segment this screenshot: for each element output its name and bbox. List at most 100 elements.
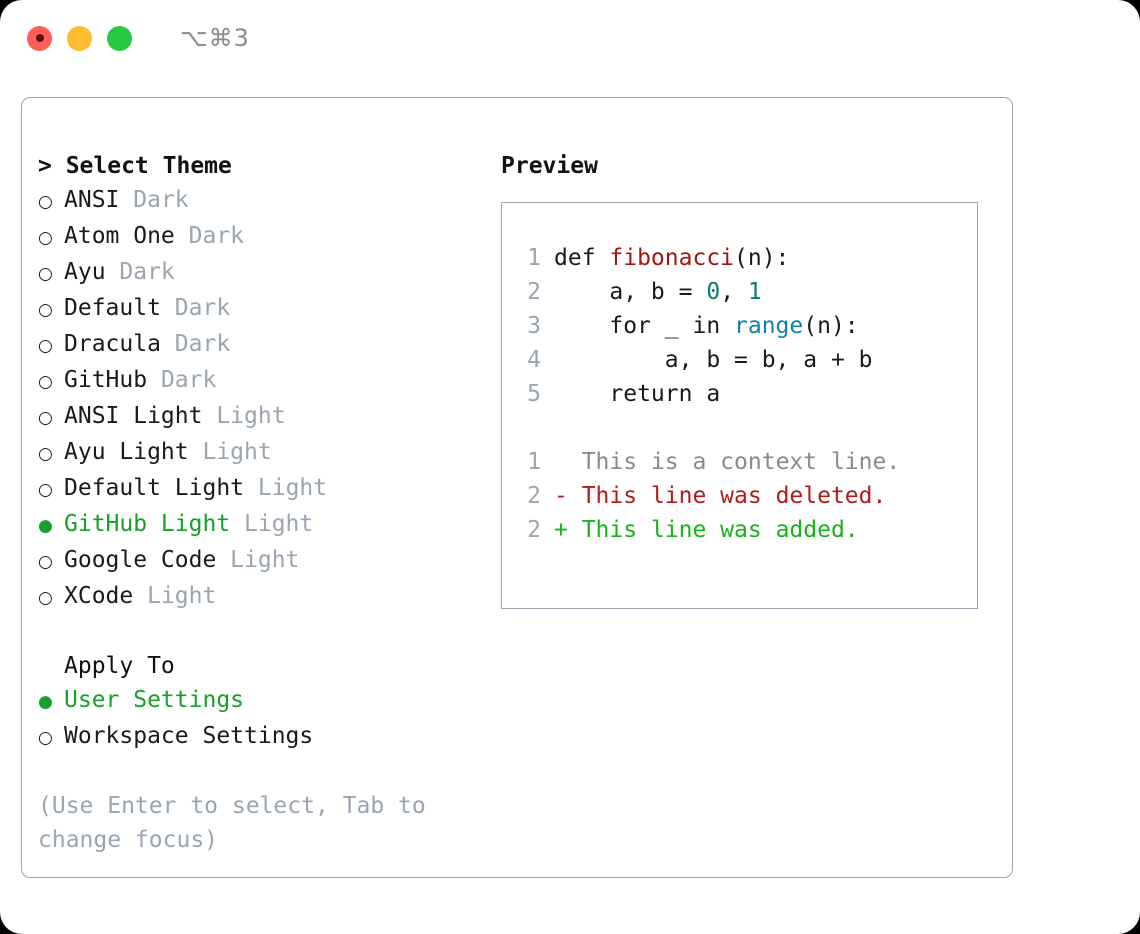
code-token-plain: (n): [734, 245, 790, 271]
line-number: 1 [527, 245, 541, 271]
radio-selected-icon: ● [38, 692, 53, 712]
main-card: > Select Theme ○ANSI Dark○Atom One Dark○… [21, 97, 1013, 878]
select-theme-header: > Select Theme [38, 153, 232, 179]
code-token-plain: (n): [803, 313, 859, 339]
diff-line-added: 2+ This line was added. [502, 513, 977, 547]
theme-option-default[interactable]: ○ Default Dark [38, 291, 488, 327]
theme-option-ayu[interactable]: ○ Ayu Dark [38, 255, 488, 291]
close-button[interactable] [27, 25, 52, 51]
line-number: 2 [527, 483, 541, 509]
keyboard-hint-text: (Use Enter to select, Tab to change focu… [38, 793, 426, 853]
line-number: 2 [527, 517, 541, 543]
line-number: 4 [527, 347, 541, 373]
radio-unselected-icon: ○ [38, 444, 53, 464]
diff-text: This line was deleted. [567, 483, 887, 509]
diff-marker: - [554, 483, 568, 509]
theme-option-github[interactable]: ○ GitHub Dark [38, 363, 488, 399]
apply-to-option-workspace-settings[interactable]: ○ Workspace Settings [38, 719, 488, 755]
theme-option-label: ANSI Light [64, 403, 217, 429]
theme-option-google-code[interactable]: ○ Google Code Light [38, 543, 488, 579]
code-token-plain: , [720, 279, 748, 305]
theme-option-label: Default Light [64, 475, 258, 501]
code-line: 2 a, b = 0, 1 [502, 275, 977, 309]
apply-to-option-label: Workspace Settings [64, 723, 314, 749]
theme-variant-tag: Dark [174, 331, 231, 357]
diff-sample: 1 This is a context line.2- This line wa… [502, 445, 977, 547]
apply-to-option-label: User Settings [64, 687, 245, 713]
code-spacer [502, 411, 977, 445]
code-token-plain: a, b = b, a + b [554, 347, 873, 373]
theme-variant-tag: Dark [174, 295, 231, 321]
theme-variant-tag: Light [202, 439, 272, 465]
minimize-button[interactable] [67, 25, 92, 51]
theme-option-default-light[interactable]: ○ Default Light Light [38, 471, 488, 507]
theme-variant-tag: Light [257, 475, 328, 501]
code-token-num: 1 [747, 279, 762, 305]
diff-text: This line was added. [567, 517, 859, 543]
radio-unselected-icon: ○ [38, 264, 53, 284]
theme-option-label: Ayu [64, 259, 120, 285]
theme-option-github-light[interactable]: ●GitHub Light Light [38, 507, 488, 543]
theme-option-ansi[interactable]: ○ ANSI Dark [38, 183, 488, 219]
code-line: 3 for _ in range(n): [502, 309, 977, 343]
line-number: 2 [527, 279, 541, 305]
theme-variant-tag: Dark [188, 223, 245, 249]
zoom-button[interactable] [107, 25, 132, 51]
radio-unselected-icon: ○ [38, 552, 53, 572]
theme-option-label: Atom One [64, 223, 189, 249]
code-token-plain: a, b = [554, 279, 707, 305]
theme-option-label: Default [64, 295, 175, 321]
theme-list[interactable]: ○ ANSI Dark ○ Atom One Dark ○ Ayu Dark ○ Defaul… [38, 183, 488, 615]
radio-unselected-icon: ○ [38, 728, 53, 748]
theme-option-xcode[interactable]: ○ XCode Light [38, 579, 488, 615]
keyboard-shortcut-label: ⌥⌘3 [180, 24, 250, 52]
theme-option-ansi-light[interactable]: ○ ANSI Light Light [38, 399, 488, 435]
theme-variant-tag: Light [147, 583, 217, 609]
diff-line-deleted: 2- This line was deleted. [502, 479, 977, 513]
theme-option-dracula[interactable]: ○Dracula Dark [38, 327, 488, 363]
theme-variant-tag: Dark [160, 367, 217, 393]
close-icon [35, 34, 44, 42]
diff-marker [554, 445, 568, 479]
theme-option-label: XCode [64, 583, 148, 609]
theme-option-ayu-light[interactable]: ○ Ayu Light Light [38, 435, 488, 471]
radio-unselected-icon: ○ [38, 300, 53, 320]
apply-to-option-user-settings[interactable]: ● User Settings [38, 683, 488, 719]
theme-variant-tag: Light [230, 547, 300, 573]
theme-option-label: Google Code [64, 547, 231, 573]
theme-selection-column: > Select Theme ○ANSI Dark○Atom One Dark○… [38, 149, 488, 857]
diff-line-context: 1 This is a context line. [502, 445, 977, 479]
line-number: 3 [527, 313, 541, 339]
theme-variant-tag: Light [216, 403, 286, 429]
radio-unselected-icon: ○ [38, 408, 53, 428]
theme-option-atom-one[interactable]: ○ Atom One Dark [38, 219, 488, 255]
theme-option-label: ANSI [64, 187, 134, 213]
radio-unselected-icon: ○ [38, 480, 53, 500]
preview-header: Preview [501, 153, 598, 179]
theme-option-label: GitHub [64, 367, 161, 393]
radio-unselected-icon: ○ [38, 588, 53, 608]
theme-variant-tag: Light [244, 511, 314, 537]
theme-variant-tag: Dark [133, 187, 189, 213]
apply-to-list[interactable]: ● User Settings ○ Workspace Settings [38, 683, 488, 755]
theme-option-label: Ayu Light [64, 439, 203, 465]
radio-unselected-icon: ○ [38, 228, 53, 248]
apply-to-section: Apply To ●User Settings○Workspace Settin… [38, 649, 488, 755]
code-token-fn: fibonacci [609, 245, 735, 271]
title-bar: ⌥⌘3 [0, 0, 1140, 76]
line-number: 5 [527, 381, 541, 407]
code-token-num: 0 [706, 279, 721, 305]
radio-unselected-icon: ○ [38, 192, 53, 212]
radio-unselected-icon: ○ [38, 372, 53, 392]
code-line: 5 return a [502, 377, 977, 411]
theme-variant-tag: Dark [119, 259, 175, 285]
radio-selected-icon: ● [38, 516, 53, 536]
line-number: 1 [527, 449, 541, 475]
diff-text: This is a context line. [567, 449, 901, 475]
theme-option-label: Dracula [64, 331, 175, 357]
